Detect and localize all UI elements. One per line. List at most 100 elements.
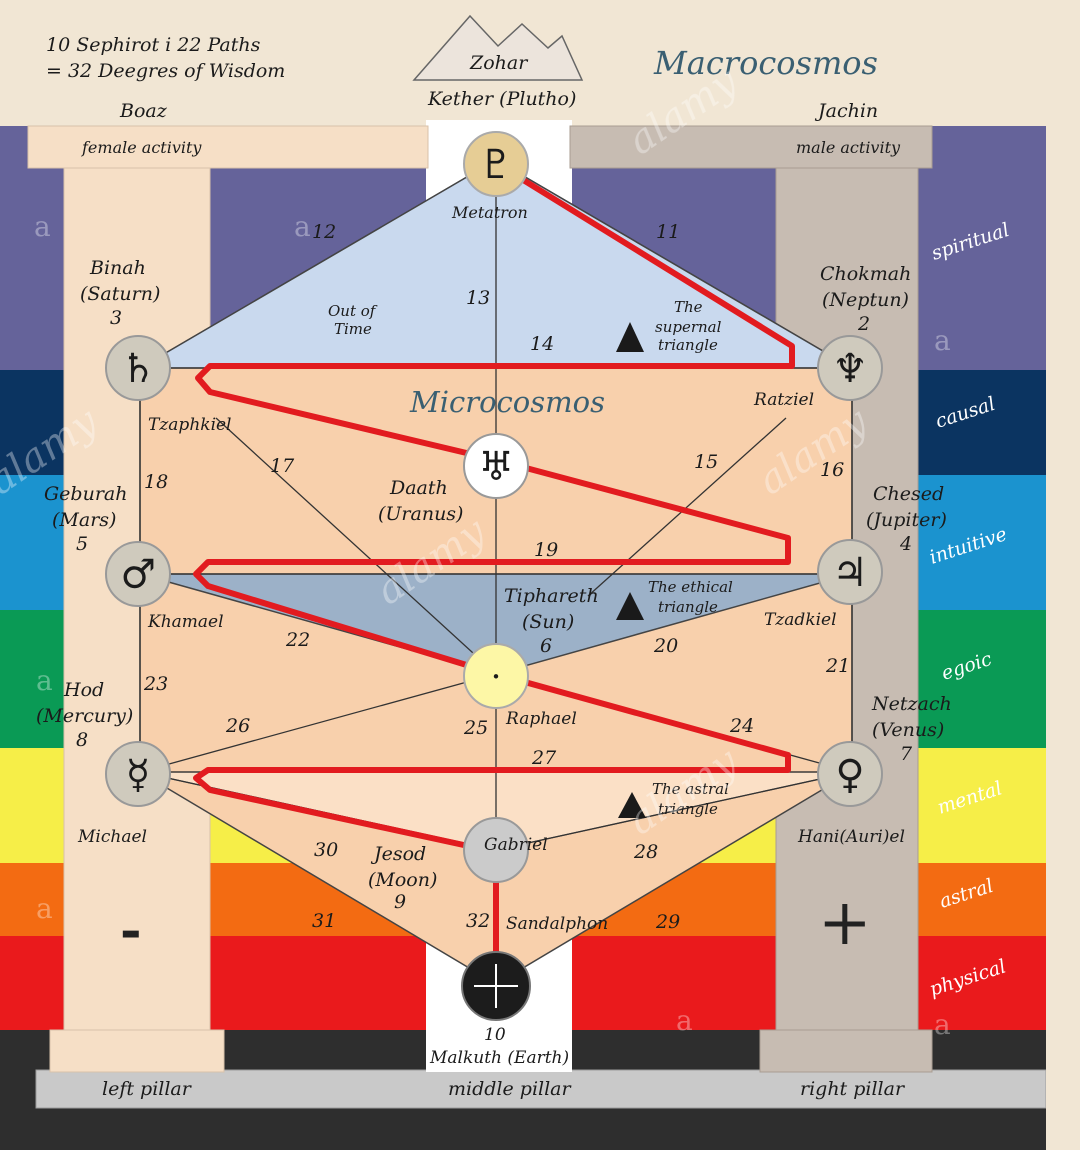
supernal-marker [616, 322, 644, 352]
svg-text:28: 28 [633, 841, 658, 863]
svg-text:a: a [34, 210, 51, 243]
chokmah-name: Chokmah [820, 263, 911, 285]
chesed-name: Chesed [873, 483, 944, 505]
jachin-label: Jachin [814, 100, 878, 122]
geburah-planet: (Mars) [52, 509, 116, 531]
daath-node [463, 433, 529, 499]
jupiter-symbol: ♃ [832, 550, 868, 596]
chesed-number: 4 [899, 533, 912, 555]
svg-text:26: 26 [225, 715, 250, 737]
tiphareth-name: Tiphareth [504, 585, 599, 607]
astral-text-2: triangle [658, 800, 718, 818]
jesod-planet: (Moon) [368, 869, 437, 891]
svg-text:a: a [934, 324, 951, 357]
plus-sign: + [818, 886, 872, 960]
out-of-time-1: Out of [328, 302, 378, 320]
jesod-name: Jesod [370, 843, 426, 865]
supernal-text-2: supernal [655, 318, 722, 336]
jesod-number: 9 [394, 891, 406, 913]
svg-text:25: 25 [463, 717, 488, 739]
svg-text:16: 16 [820, 459, 844, 481]
svg-text:27: 27 [531, 747, 557, 769]
svg-text:11: 11 [656, 221, 680, 243]
hod-name: Hod [63, 679, 104, 701]
chesed-planet: (Jupiter) [866, 509, 947, 531]
supernal-text-1: The [674, 298, 703, 316]
svg-text:12: 12 [312, 221, 336, 243]
netzach-number: 7 [900, 743, 913, 765]
svg-text:22: 22 [285, 629, 310, 651]
pluto-symbol: ♇ [478, 142, 514, 188]
binah-name: Binah [89, 257, 146, 279]
gabriel-label: Gabriel [484, 835, 548, 855]
svg-text:23: 23 [143, 673, 168, 695]
sephira-chesed [817, 539, 883, 605]
uranus-symbol: ♅ [478, 444, 514, 490]
chokmah-planet: (Neptun) [822, 289, 909, 311]
metatron-label: Metatron [451, 203, 528, 222]
ratziel-label: Ratziel [753, 390, 814, 410]
malkuth-number: 10 [484, 1025, 506, 1045]
svg-text:20: 20 [653, 635, 678, 657]
astral-text-1: The astral [652, 780, 729, 798]
right-margin [1046, 126, 1080, 1150]
astral-marker [618, 792, 646, 818]
geburah-name: Geburah [44, 483, 127, 505]
sephira-geburah [105, 541, 171, 607]
ethical-marker [616, 592, 644, 620]
svg-text:21: 21 [825, 655, 850, 677]
ethical-text-2: triangle [658, 598, 718, 616]
tiphareth-planet: (Sun) [522, 611, 574, 633]
sephira-chokmah [817, 335, 883, 401]
michael-label: Michael [77, 827, 147, 847]
path-numbers: 11 12 13 14 15 16 17 18 19 20 21 22 23 2… [143, 221, 850, 933]
svg-text:a: a [294, 210, 311, 243]
svg-text:17: 17 [270, 455, 295, 477]
netzach-name: Netzach [871, 693, 952, 715]
left-pillar-label: left pillar [102, 1078, 193, 1100]
raphael-label: Raphael [505, 709, 577, 729]
zohar-label: Zohar [469, 52, 529, 74]
sephira-netzach [817, 741, 883, 807]
ethical-text-1: The ethical [648, 578, 733, 596]
header-line-1: 10 Sephirot i 22 Paths [46, 34, 261, 56]
kether-name: Kether (Plutho) [427, 88, 576, 110]
supernal-text-3: triangle [658, 336, 718, 354]
svg-text:a: a [676, 1004, 693, 1037]
daath-planet: (Uranus) [378, 503, 463, 525]
male-activity-label: male activity [796, 138, 901, 157]
sephira-jesod [463, 817, 529, 883]
lightning-flash [193, 175, 795, 960]
svg-text:30: 30 [314, 839, 338, 861]
binah-planet: (Saturn) [80, 283, 160, 305]
mars-symbol: ♂ [120, 552, 156, 598]
svg-text:19: 19 [534, 539, 558, 561]
header-line-2: = 32 Deegres of Wisdom [46, 60, 285, 82]
hod-number: 8 [76, 729, 88, 751]
saturn-symbol: ♄ [120, 346, 156, 392]
svg-text:24: 24 [729, 715, 754, 737]
sephira-binah [105, 335, 171, 401]
sephira-kether [463, 131, 529, 197]
netzach-planet: (Venus) [872, 719, 944, 741]
svg-text:18: 18 [144, 471, 168, 493]
hod-planet: (Mercury) [36, 705, 133, 727]
geburah-number: 5 [76, 533, 88, 555]
hani-auriel-label: Hani(Auri)el [797, 827, 905, 847]
chokmah-number: 2 [857, 313, 870, 335]
tzaphkiel-label: Tzaphkiel [148, 415, 232, 435]
boaz-label: Boaz [119, 100, 168, 122]
sandalphon-label: Sandalphon [506, 914, 608, 934]
right-pillar-label: right pillar [800, 1078, 906, 1100]
zohar-mountain [412, 14, 584, 81]
svg-text:a: a [36, 664, 53, 697]
female-activity-label: female activity [81, 138, 202, 157]
daath-name: Daath [389, 477, 448, 499]
khamael-label: Khamael [147, 612, 224, 632]
svg-text:29: 29 [655, 911, 680, 933]
sun-symbol: · [491, 657, 502, 697]
middle-pillar-label: middle pillar [448, 1078, 572, 1100]
venus-symbol: ♀ [835, 752, 864, 798]
svg-text:32: 32 [466, 910, 490, 932]
mercury-symbol: ☿ [126, 752, 151, 798]
